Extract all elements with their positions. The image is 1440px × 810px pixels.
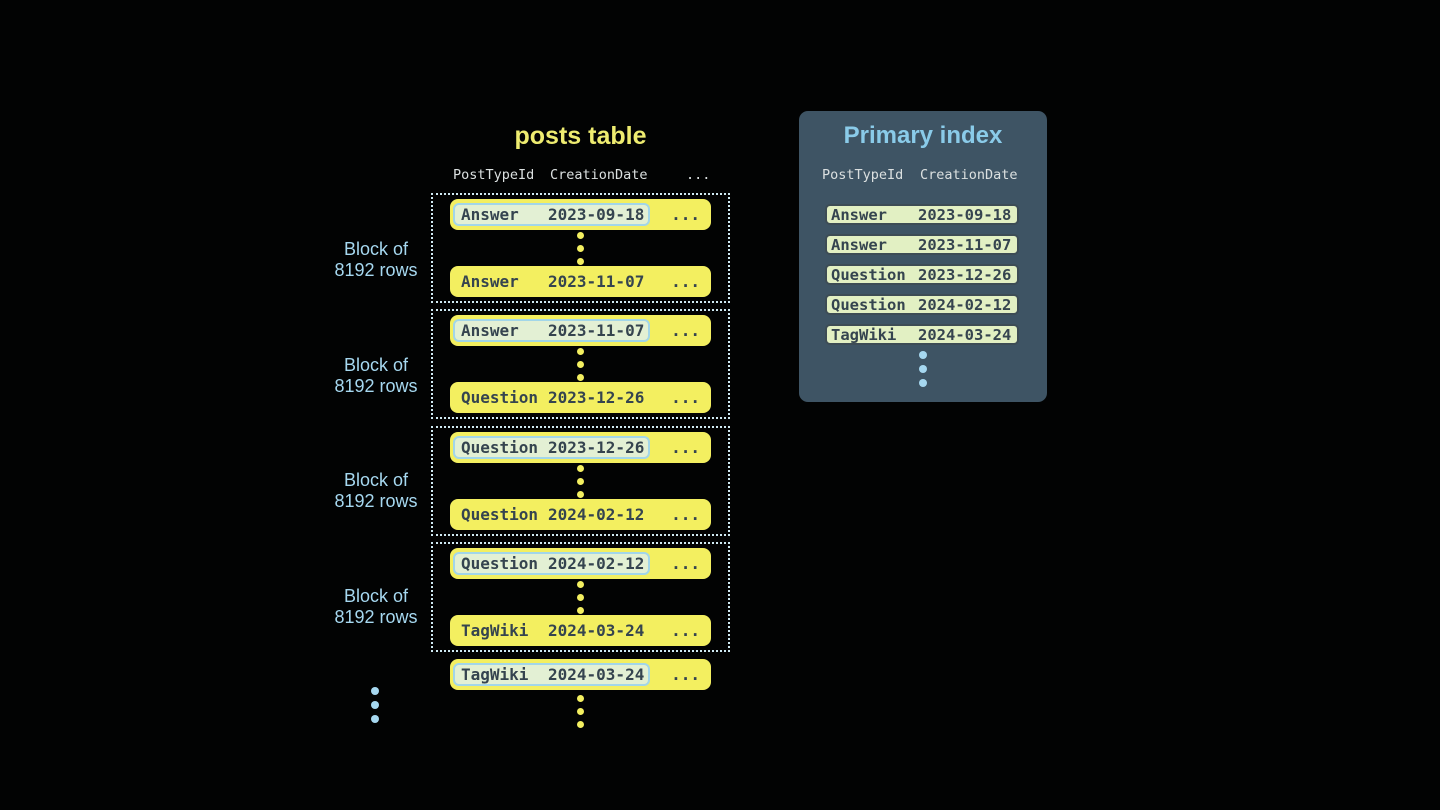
posts-column-header-more: ...: [686, 167, 711, 183]
cell-creation-date: 2024-02-12: [918, 295, 1012, 314]
cell-post-type: TagWiki: [461, 621, 529, 640]
block-label-line2: 8192 rows: [334, 607, 418, 627]
index-row: Answer 2023-09-18: [825, 204, 1019, 225]
cell-post-type: Answer: [461, 321, 519, 340]
highlighted-cell: Question 2024-02-12: [453, 552, 651, 575]
cell-creation-date: 2024-03-24: [918, 325, 1012, 344]
cell-post-type: Answer: [831, 205, 887, 224]
block-label-line1: Block of: [343, 239, 409, 259]
cell-post-type: Answer: [461, 272, 519, 291]
plain-cell: Answer 2023-11-07: [453, 270, 650, 293]
highlighted-cell: Question 2023-12-26: [453, 436, 651, 459]
block-label-2: Block of 8192 rows: [306, 355, 446, 397]
row-block-2: Answer 2023-11-07 ... Question 2023-12-2…: [431, 309, 730, 419]
cell-post-type: Question: [461, 505, 539, 524]
table-row-last: TagWiki 2024-03-24 ...: [450, 615, 711, 646]
cell-more-columns: ...: [671, 321, 700, 340]
index-row: TagWiki 2024-03-24: [825, 324, 1019, 345]
cell-post-type: Question: [831, 295, 906, 314]
index-column-header-creationdate: CreationDate: [920, 167, 1018, 183]
table-row-last: Question 2024-02-12 ...: [450, 499, 711, 530]
cell-creation-date: 2023-09-18: [548, 205, 645, 224]
highlighted-cell: Answer 2023-11-07: [453, 319, 651, 342]
cell-more-columns: ...: [671, 205, 700, 224]
ellipsis-dots-icon: [577, 464, 584, 498]
posts-table-title: posts table: [514, 122, 647, 150]
cell-creation-date: 2024-03-24: [548, 665, 645, 684]
table-row-first: Answer 2023-11-07 ...: [450, 315, 711, 346]
cell-more-columns: ...: [671, 272, 700, 291]
index-row: Question 2023-12-26: [825, 264, 1019, 285]
cell-more-columns: ...: [671, 388, 700, 407]
cell-post-type: Answer: [831, 235, 887, 254]
table-row-next-block-start: TagWiki 2024-03-24 ...: [450, 659, 711, 690]
posts-column-header-posttypeid: PostTypeId: [453, 167, 535, 183]
row-block-1: Answer 2023-09-18 ... Answer 2023-11-07 …: [431, 193, 730, 303]
cell-creation-date: 2024-02-12: [548, 505, 645, 524]
block-label-line2: 8192 rows: [334, 376, 418, 396]
cell-more-columns: ...: [671, 554, 700, 573]
highlighted-cell: Answer 2023-09-18: [453, 203, 651, 226]
table-row-last: Question 2023-12-26 ...: [450, 382, 711, 413]
block-label-4: Block of 8192 rows: [306, 586, 446, 628]
ellipsis-dots-icon: [577, 347, 584, 381]
cell-post-type: Answer: [461, 205, 519, 224]
block-label-line2: 8192 rows: [334, 491, 418, 511]
cell-creation-date: 2023-12-26: [548, 388, 645, 407]
posts-column-header-creationdate: CreationDate: [550, 167, 648, 183]
more-index-rows-dots-icon: [799, 351, 1047, 387]
block-label-1: Block of 8192 rows: [306, 239, 446, 281]
cell-creation-date: 2023-12-26: [918, 265, 1012, 284]
plain-cell: Question 2024-02-12: [453, 503, 650, 526]
cell-more-columns: ...: [671, 665, 700, 684]
highlighted-cell: TagWiki 2024-03-24: [453, 663, 651, 686]
index-row: Answer 2023-11-07: [825, 234, 1019, 255]
index-row: Question 2024-02-12: [825, 294, 1019, 315]
plain-cell: TagWiki 2024-03-24: [453, 619, 650, 642]
more-blocks-dots-icon: [371, 687, 379, 723]
cell-more-columns: ...: [671, 505, 700, 524]
table-row-first: Answer 2023-09-18 ...: [450, 199, 711, 230]
cell-post-type: Question: [831, 265, 906, 284]
cell-creation-date: 2024-02-12: [548, 554, 645, 573]
cell-creation-date: 2024-03-24: [548, 621, 645, 640]
plain-cell: Question 2023-12-26: [453, 386, 650, 409]
cell-creation-date: 2023-11-07: [548, 321, 645, 340]
ellipsis-dots-icon: [577, 231, 584, 265]
cell-more-columns: ...: [671, 438, 700, 457]
row-block-4: Question 2024-02-12 ... TagWiki 2024-03-…: [431, 542, 730, 652]
cell-creation-date: 2023-11-07: [918, 235, 1012, 254]
index-column-header-posttypeid: PostTypeId: [822, 167, 904, 183]
row-block-3: Question 2023-12-26 ... Question 2024-02…: [431, 426, 730, 536]
cell-post-type: TagWiki: [831, 325, 897, 344]
cell-post-type: TagWiki: [461, 665, 529, 684]
cell-creation-date: 2023-09-18: [918, 205, 1012, 224]
cell-post-type: Question: [461, 438, 539, 457]
ellipsis-dots-icon: [577, 580, 584, 614]
block-label-3: Block of 8192 rows: [306, 470, 446, 512]
block-label-line1: Block of: [343, 470, 409, 490]
block-label-line2: 8192 rows: [334, 260, 418, 280]
table-row-first: Question 2023-12-26 ...: [450, 432, 711, 463]
cell-creation-date: 2023-12-26: [548, 438, 645, 457]
block-label-line1: Block of: [343, 586, 409, 606]
block-label-line1: Block of: [343, 355, 409, 375]
table-row-first: Question 2024-02-12 ...: [450, 548, 711, 579]
cell-more-columns: ...: [671, 621, 700, 640]
primary-index-title: Primary index: [843, 122, 1003, 149]
cell-creation-date: 2023-11-07: [548, 272, 645, 291]
table-row-last: Answer 2023-11-07 ...: [450, 266, 711, 297]
cell-post-type: Question: [461, 554, 539, 573]
primary-index-panel: Primary index PostTypeId CreationDate An…: [799, 111, 1047, 402]
ellipsis-dots-icon: [577, 695, 584, 728]
cell-post-type: Question: [461, 388, 539, 407]
